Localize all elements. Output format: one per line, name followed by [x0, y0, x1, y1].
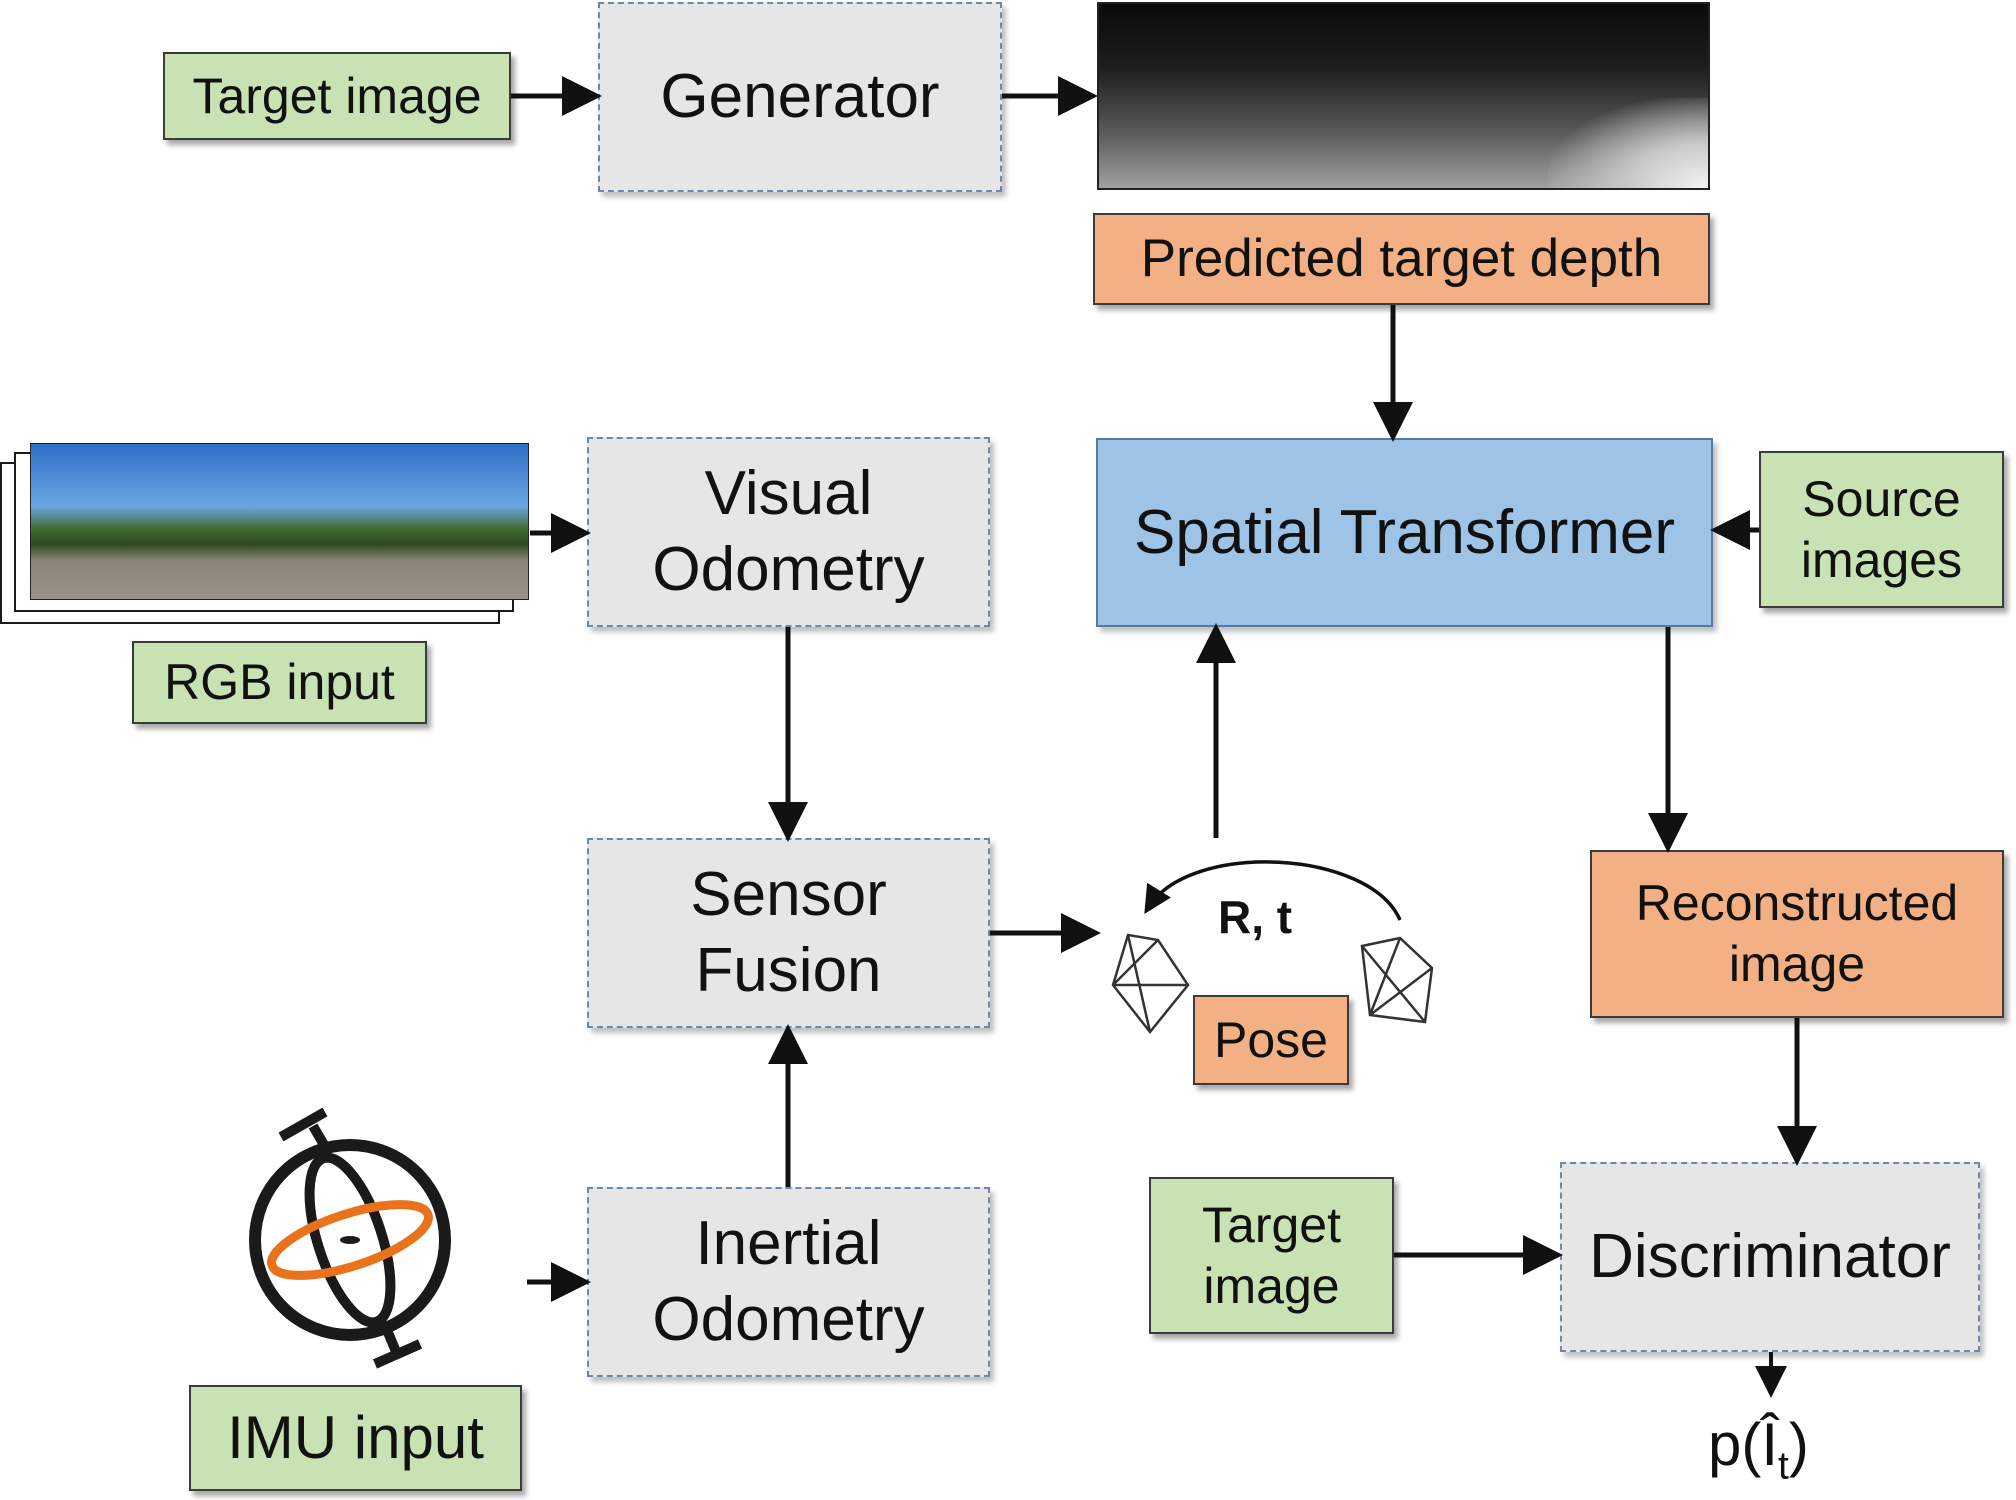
pose-label: Pose [1214, 1011, 1328, 1068]
visual-odometry-label: Visual Odometry [652, 459, 925, 604]
imu-input-box: IMU input [189, 1385, 522, 1491]
predicted-depth-label: Predicted target depth [1140, 228, 1663, 288]
source-images-box: Source images [1759, 451, 2004, 608]
rgb-input-label: RGB input [164, 654, 395, 710]
target-image-bottom-box: Target image [1149, 1177, 1394, 1334]
pose-box: Pose [1193, 995, 1349, 1085]
sensor-fusion-label: Sensor Fusion [690, 860, 887, 1005]
target-image-top-box: Target image [163, 52, 511, 140]
rt-label: R, t [1218, 890, 1292, 944]
gyroscope-icon [249, 1107, 451, 1369]
rgb-input-box: RGB input [132, 641, 427, 724]
visual-odometry-box: Visual Odometry [587, 437, 990, 627]
spatial-transformer-label: Spatial Transformer [1134, 497, 1675, 567]
output-suffix: ) [1788, 1411, 1809, 1478]
output-prefix: p( [1708, 1411, 1762, 1478]
output-subscript: t [1778, 1444, 1789, 1488]
rgb-input-image [30, 443, 529, 600]
spatial-transformer-box: Spatial Transformer [1096, 438, 1713, 627]
target-image-bottom-label: Target image [1202, 1196, 1341, 1314]
discriminator-label: Discriminator [1589, 1222, 1951, 1292]
source-images-label: Source images [1800, 470, 1963, 588]
target-image-top-label: Target image [192, 67, 482, 124]
inertial-odometry-label: Inertial Odometry [652, 1209, 925, 1354]
reconstructed-image-label: Reconstructed image [1635, 875, 1959, 992]
depth-map-image [1097, 2, 1710, 190]
rt-text: R, t [1218, 891, 1293, 943]
discriminator-box: Discriminator [1560, 1162, 1980, 1352]
predicted-depth-box: Predicted target depth [1093, 213, 1710, 305]
imu-input-label: IMU input [227, 1404, 484, 1472]
reconstructed-image-box: Reconstructed image [1590, 850, 2004, 1018]
output-symbol: Î [1761, 1411, 1779, 1478]
discriminator-output: p(Ît) [1708, 1410, 1809, 1489]
inertial-odometry-box: Inertial Odometry [587, 1187, 990, 1377]
generator-label: Generator [660, 62, 940, 132]
generator-box: Generator [598, 2, 1002, 192]
sensor-fusion-box: Sensor Fusion [587, 838, 990, 1028]
